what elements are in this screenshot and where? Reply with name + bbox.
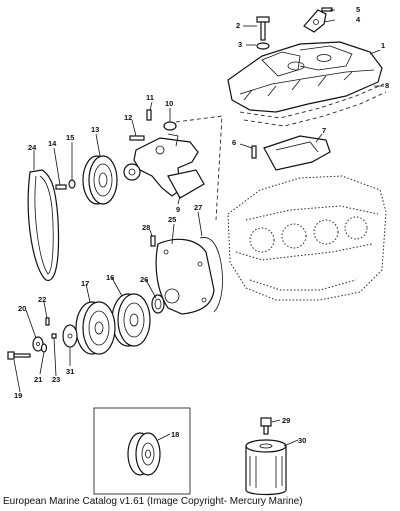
callout-3: 3 [238, 40, 242, 49]
engine-block [227, 175, 387, 301]
callout-29: 29 [282, 416, 290, 425]
pulley-bolt [55, 184, 67, 190]
callout-8: 8 [385, 81, 389, 90]
callout-18: 18 [171, 430, 179, 439]
callout-4: 4 [356, 15, 361, 24]
valley-cover [263, 135, 331, 171]
callout-6: 6 [232, 138, 236, 147]
bracket-screw [321, 7, 333, 12]
intake-manifold [227, 41, 383, 113]
key [45, 317, 50, 326]
inset-frame [93, 407, 191, 495]
image-caption: European Marine Catalog v1.61 (Image Cop… [3, 496, 303, 507]
cover-bolt [251, 145, 257, 159]
stud [146, 109, 152, 121]
callout-19: 19 [14, 391, 22, 400]
callout-24: 24 [28, 143, 37, 152]
bracket [303, 9, 327, 33]
callout-9: 9 [176, 205, 180, 214]
callout-7: 7 [322, 126, 326, 135]
washer-small [40, 343, 48, 353]
leader-lines [13, 9, 384, 447]
callout-23: 23 [52, 375, 60, 384]
callout-25: 25 [168, 215, 176, 224]
callout-28: 28 [142, 223, 150, 232]
callout-2: 2 [236, 21, 240, 30]
callout-20: 20 [18, 304, 26, 313]
filter-adapter [260, 417, 272, 435]
alternate-pulley [127, 432, 161, 476]
callout-26: 26 [140, 275, 148, 284]
oil-filter [245, 439, 287, 496]
pulley-washer [68, 179, 76, 189]
callout-16: 16 [106, 273, 114, 282]
drive-belt [27, 169, 60, 281]
pump-locator-line [175, 115, 223, 221]
timing-cover [155, 238, 215, 315]
callout-10: 10 [165, 99, 173, 108]
dowel [51, 333, 57, 339]
callout-27: 27 [194, 203, 202, 212]
callout-15: 15 [66, 133, 74, 142]
crankshaft-pulley [111, 293, 151, 347]
cover-bolt-small [150, 235, 156, 247]
water-pump-pulley [82, 155, 118, 205]
oil-seal [151, 294, 165, 314]
callout-17: 17 [81, 279, 89, 288]
callout-12: 12 [124, 113, 132, 122]
callout-labels: 1 2 3 4 5 6 7 8 9 10 11 12 13 14 15 16 1… [14, 5, 389, 445]
balancer-bolt [7, 351, 31, 360]
callout-30: 30 [298, 436, 306, 445]
callout-31: 31 [66, 367, 74, 376]
cover-gasket [199, 237, 223, 313]
callout-1: 1 [381, 41, 385, 50]
spacer-plate [62, 324, 78, 348]
callout-21: 21 [34, 375, 42, 384]
callout-14: 14 [48, 139, 57, 148]
callout-13: 13 [91, 125, 99, 134]
callout-22: 22 [38, 295, 46, 304]
pump-bolt [129, 135, 145, 141]
callout-11: 11 [146, 93, 154, 102]
harmonic-balancer [75, 301, 116, 355]
washer [256, 42, 270, 50]
water-pump [123, 137, 205, 199]
intake-gasket [239, 83, 387, 127]
bolt [256, 16, 270, 41]
callout-5: 5 [356, 5, 360, 14]
